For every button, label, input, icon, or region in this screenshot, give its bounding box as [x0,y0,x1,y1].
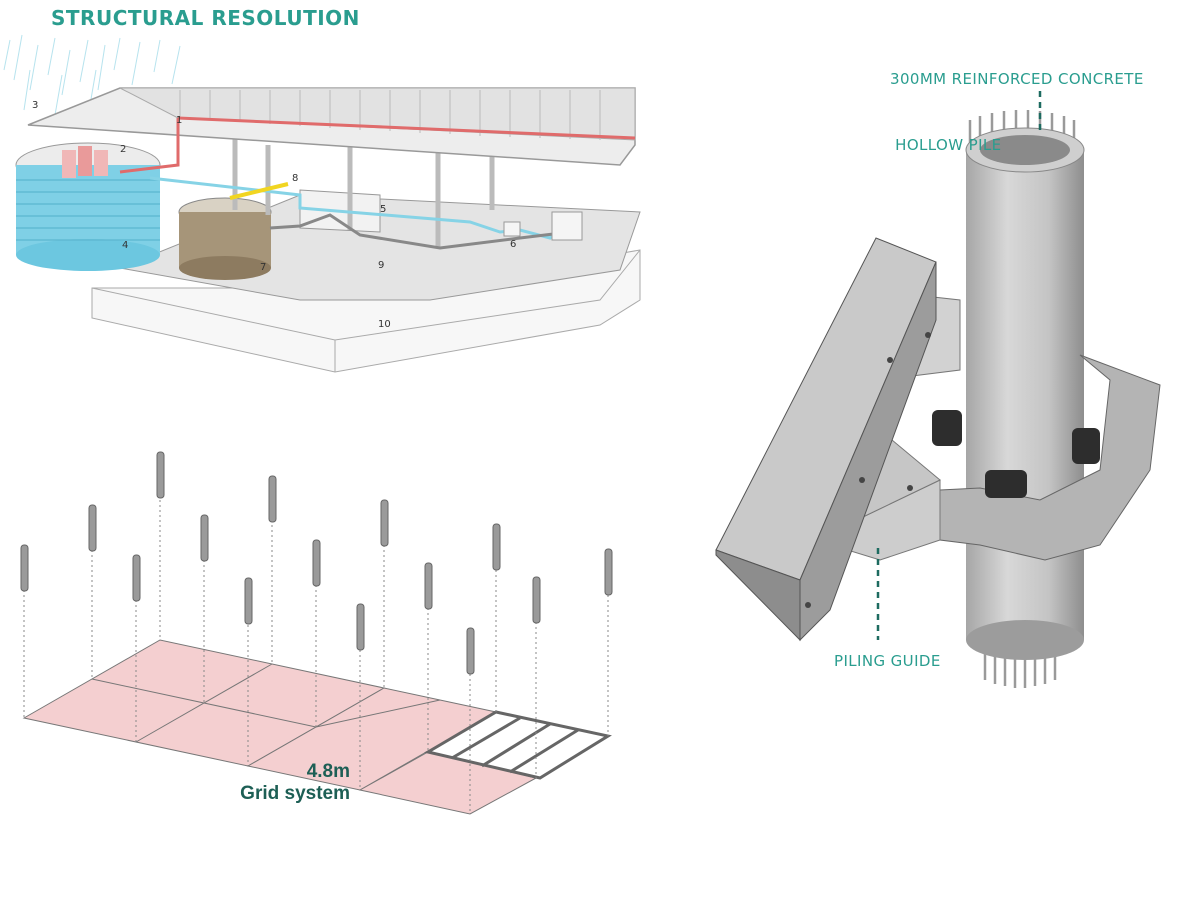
pile-callout: 300MM REINFORCED CONCRETE HOLLOW PILE [890,24,1144,200]
grid-pile [492,523,501,571]
grid-pile [156,451,165,499]
grid-pile [20,544,29,592]
grid-label: 4.8m Grid system [200,761,350,805]
grid-pile [268,475,277,523]
label-5: 5 [380,204,386,215]
guide-collar [939,354,1161,561]
grid-piles [20,451,613,675]
page-title: STRUCTURAL RESOLUTION [51,6,360,30]
label-4: 4 [122,240,128,251]
grid-pile [604,548,613,596]
grid-label-system: Grid system [240,783,350,804]
drain-pipe [269,213,571,250]
label-9: 9 [378,260,384,271]
grid-pile [424,562,433,610]
pile-callout-line2: HOLLOW PILE [890,136,1002,154]
label-10: 10 [378,319,391,330]
grid-pile-dashes [23,495,609,814]
grid-pile [312,539,321,587]
gutter-pipe [177,116,636,140]
water-tank [15,142,161,271]
septic-tank [178,197,272,280]
guide-callout: PILING GUIDE [834,652,941,670]
grid-pile [200,514,209,562]
grid-pile [132,554,141,602]
vent-pipe [229,182,289,200]
grid-label-dimension: 4.8m [306,761,350,782]
grid-pile [356,603,365,651]
pile-shaft [966,150,1084,640]
grid-pile [244,577,253,625]
grid-pile [88,504,97,552]
label-8: 8 [292,173,298,184]
label-2: 2 [120,144,126,155]
pile-detail-diagram [715,90,1161,688]
grid-pile [466,627,475,675]
grid-floor-panels [22,639,538,815]
label-3: 3 [32,100,38,111]
pile-callout-line1: 300MM REINFORCED CONCRETE [890,70,1144,88]
water-pipe [149,176,562,240]
grid-pile [380,499,389,547]
grid-pile [532,576,541,624]
label-7: 7 [260,262,266,273]
label-1: 1 [176,115,182,126]
roof-trusses [179,90,601,140]
grid-system-diagram [20,451,613,815]
building-section-diagram: 3 2 1 4 5 6 7 8 9 10 [3,34,641,373]
label-6: 6 [510,239,516,250]
